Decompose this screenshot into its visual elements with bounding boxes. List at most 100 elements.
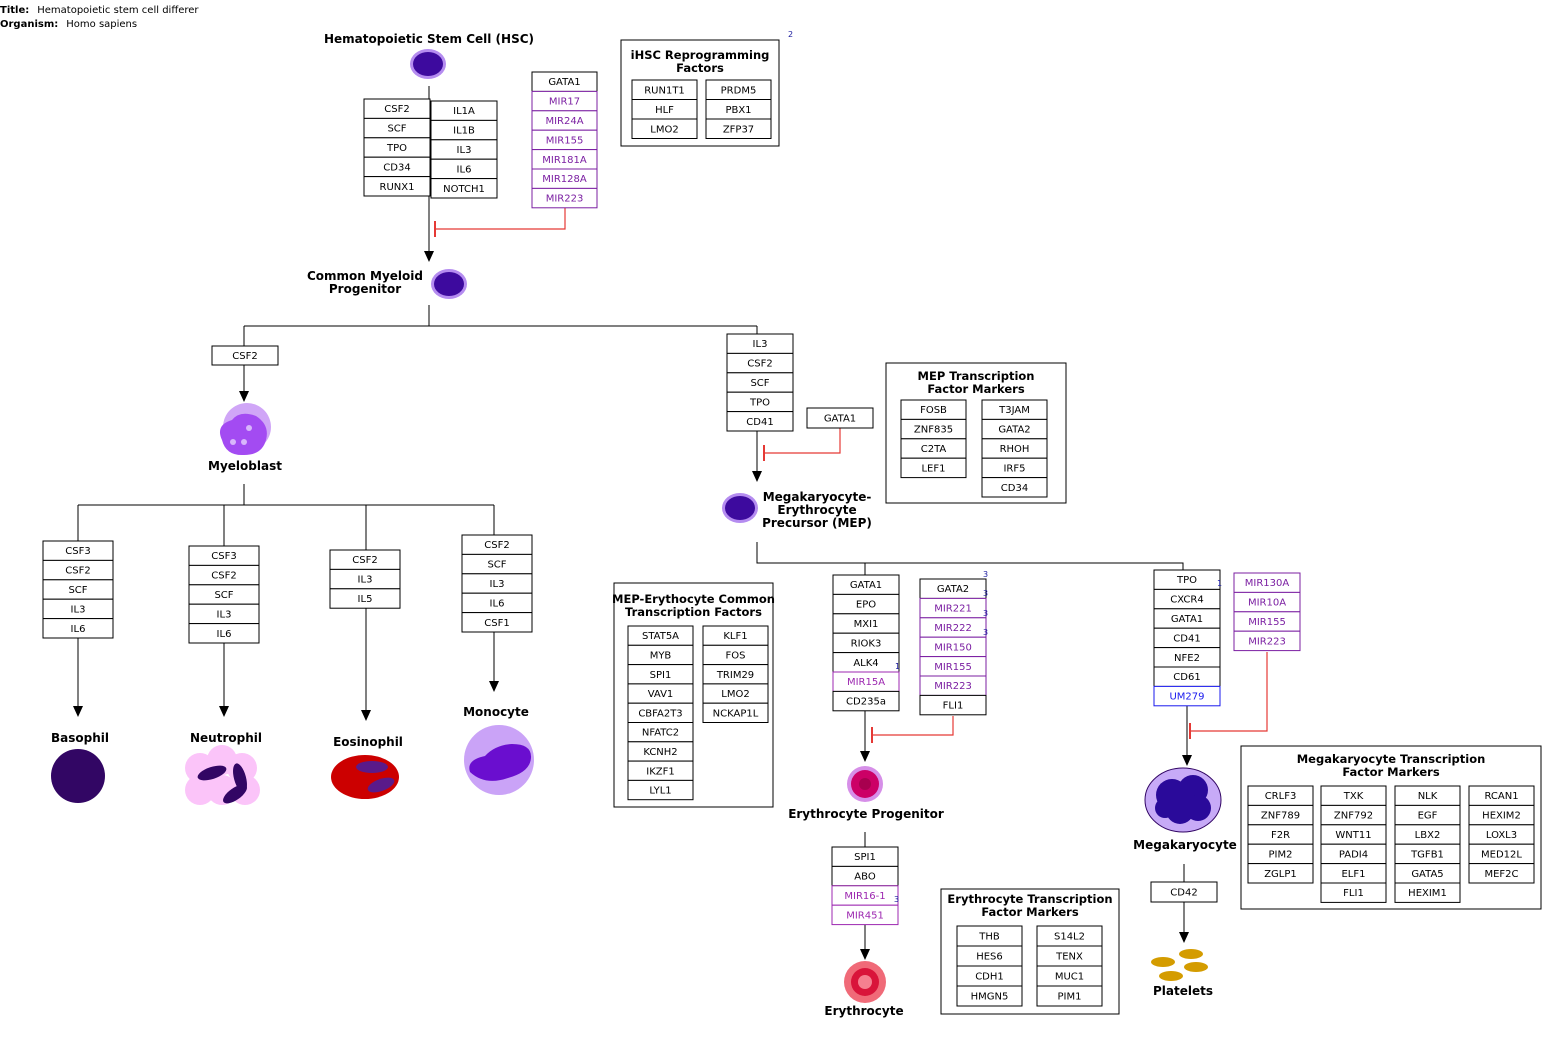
gene-node-lbx2[interactable]: LBX2 <box>1394 824 1461 845</box>
gene-node-egf[interactable]: EGF <box>1394 804 1461 826</box>
gene-node-cd61[interactable]: CD61 <box>1153 666 1221 687</box>
gene-node-lmo2[interactable]: LMO2 <box>702 683 769 704</box>
gene-box[interactable] <box>726 411 794 432</box>
gene-node-scf[interactable]: SCF <box>461 553 533 575</box>
gene-node-znf792[interactable]: ZNF792 <box>1320 804 1387 826</box>
gene-node-mir451[interactable]: MIR451 <box>831 904 899 926</box>
gene-node-gata2[interactable]: GATA2 <box>981 418 1048 440</box>
gene-node-gata1[interactable]: GATA1 <box>1153 608 1221 629</box>
gene-node-hmgn5[interactable]: HMGN5 <box>956 985 1023 1007</box>
gene-node-f2r[interactable]: F2R <box>1247 824 1314 845</box>
gene-node-riok3[interactable]: RIOK3 <box>832 632 900 654</box>
gene-node-c2ta[interactable]: C2TA <box>900 438 967 459</box>
gene-node-gata1[interactable]: GATA1 <box>832 574 900 595</box>
gene-node-kcnh2[interactable]: KCNH2 <box>627 741 694 762</box>
gene-box[interactable] <box>1150 881 1218 903</box>
gene-node-mir155[interactable]: MIR155 <box>919 656 987 677</box>
gene-node-il5[interactable]: IL5 <box>329 588 401 609</box>
gene-node-csf2[interactable]: CSF2 <box>329 549 401 570</box>
gene-box[interactable] <box>631 118 698 139</box>
gene-box[interactable] <box>363 176 431 197</box>
gene-box[interactable] <box>702 702 769 724</box>
gene-box[interactable] <box>627 779 694 801</box>
gene-node-loxl3[interactable]: LOXL3 <box>1468 824 1535 845</box>
gene-node-znf789[interactable]: ZNF789 <box>1247 804 1314 826</box>
gene-node-lyl1[interactable]: LYL1 <box>627 779 694 801</box>
gene-node-nfe2[interactable]: NFE2 <box>1153 647 1221 668</box>
gene-node-runx1[interactable]: RUNX1 <box>363 176 431 197</box>
gene-node-il6[interactable]: IL6 <box>42 618 114 639</box>
gene-node-csf3[interactable]: CSF3 <box>42 540 114 561</box>
gene-node-il1a[interactable]: IL1A <box>430 100 498 121</box>
gene-node-il6[interactable]: IL6 <box>430 158 498 180</box>
gene-node-il3[interactable]: IL3 <box>42 598 114 620</box>
gene-node-csf2[interactable]: CSF2 <box>188 564 260 586</box>
gene-node-cxcr4[interactable]: CXCR4 <box>1153 588 1221 610</box>
gene-node-nfatc2[interactable]: NFATC2 <box>627 722 694 743</box>
gene-node-muc1[interactable]: MUC1 <box>1036 965 1103 987</box>
gene-node-gata2[interactable]: GATA2 <box>919 578 987 599</box>
gene-node-fli1[interactable]: FLI1 <box>919 694 987 716</box>
gene-box[interactable] <box>42 618 114 639</box>
gene-node-wnt11[interactable]: WNT11 <box>1320 824 1387 845</box>
gene-node-mir223[interactable]: MIR223 <box>531 187 598 209</box>
gene-node-mir17[interactable]: MIR17 <box>531 90 598 112</box>
gene-node-spi1[interactable]: SPI1 <box>831 846 899 867</box>
gene-node-cd235a[interactable]: CD235a <box>832 690 900 712</box>
gene-node-cd41[interactable]: CD41 <box>726 411 794 432</box>
gene-node-fli1[interactable]: FLI1 <box>1320 882 1387 903</box>
gene-node-mir223[interactable]: MIR223 <box>919 675 987 696</box>
gene-node-il3[interactable]: IL3 <box>461 573 533 594</box>
gene-node-scf[interactable]: SCF <box>42 579 114 600</box>
gene-node-fos[interactable]: FOS <box>702 644 769 666</box>
gene-node-scf[interactable]: SCF <box>726 372 794 393</box>
gene-node-il3[interactable]: IL3 <box>188 603 260 625</box>
gene-node-mir130a[interactable]: MIR130A <box>1233 572 1301 593</box>
gene-node-mir155[interactable]: MIR155 <box>1233 611 1301 632</box>
gene-node-elf1[interactable]: ELF1 <box>1320 863 1387 884</box>
gene-node-fosb[interactable]: FOSB <box>900 399 967 420</box>
gene-node-il6[interactable]: IL6 <box>461 592 533 614</box>
gene-node-thb[interactable]: THB <box>956 925 1023 947</box>
gene-node-csf2[interactable]: CSF2 <box>461 534 533 555</box>
gene-box[interactable] <box>461 612 533 633</box>
gene-node-lmo2[interactable]: LMO2 <box>631 118 698 139</box>
gene-node-il3[interactable]: IL3 <box>430 139 498 160</box>
gene-node-tpo[interactable]: TPO <box>726 391 794 413</box>
gene-node-mir222[interactable]: MIR222 <box>919 617 987 638</box>
gene-node-irf5[interactable]: IRF5 <box>981 457 1048 479</box>
gene-node-mir223[interactable]: MIR223 <box>1233 630 1301 652</box>
gene-node-csf2[interactable]: CSF2 <box>211 345 279 366</box>
gene-node-ikzf1[interactable]: IKZF1 <box>627 760 694 781</box>
gene-box[interactable] <box>806 407 874 429</box>
gene-node-csf2[interactable]: CSF2 <box>42 559 114 581</box>
gene-box[interactable] <box>919 694 987 716</box>
gene-node-s14l2[interactable]: S14L2 <box>1036 925 1103 947</box>
gene-box[interactable] <box>832 690 900 712</box>
gene-node-cd42[interactable]: CD42 <box>1150 881 1218 903</box>
gene-node-nlk[interactable]: NLK <box>1394 785 1461 806</box>
gene-node-prdm5[interactable]: PRDM5 <box>705 79 772 100</box>
gene-node-mir155[interactable]: MIR155 <box>531 129 598 151</box>
gene-node-run1t1[interactable]: RUN1T1 <box>631 79 698 100</box>
gene-box[interactable] <box>900 457 967 479</box>
gene-node-mir16-1[interactable]: MIR16-1 <box>831 885 899 906</box>
gene-box[interactable] <box>1233 630 1301 652</box>
gene-node-mxi1[interactable]: MXI1 <box>832 613 900 634</box>
gene-node-hexim2[interactable]: HEXIM2 <box>1468 804 1535 826</box>
gene-node-stat5a[interactable]: STAT5A <box>627 625 694 646</box>
gene-node-padi4[interactable]: PADI4 <box>1320 843 1387 865</box>
gene-node-abo[interactable]: ABO <box>831 865 899 887</box>
gene-node-scf[interactable]: SCF <box>363 117 431 139</box>
gene-node-tgfb1[interactable]: TGFB1 <box>1394 843 1461 865</box>
gene-node-cbfa2t3[interactable]: CBFA2T3 <box>627 702 694 724</box>
gene-node-txk[interactable]: TXK <box>1320 785 1387 806</box>
gene-box[interactable] <box>1320 882 1387 903</box>
gene-node-il3[interactable]: IL3 <box>329 568 401 590</box>
gene-node-rcan1[interactable]: RCAN1 <box>1468 785 1535 806</box>
gene-node-trim29[interactable]: TRIM29 <box>702 664 769 685</box>
gene-node-lef1[interactable]: LEF1 <box>900 457 967 479</box>
gene-box[interactable] <box>831 904 899 926</box>
gene-node-mir15a[interactable]: MIR15A <box>832 671 900 692</box>
gene-box[interactable] <box>1036 985 1103 1007</box>
